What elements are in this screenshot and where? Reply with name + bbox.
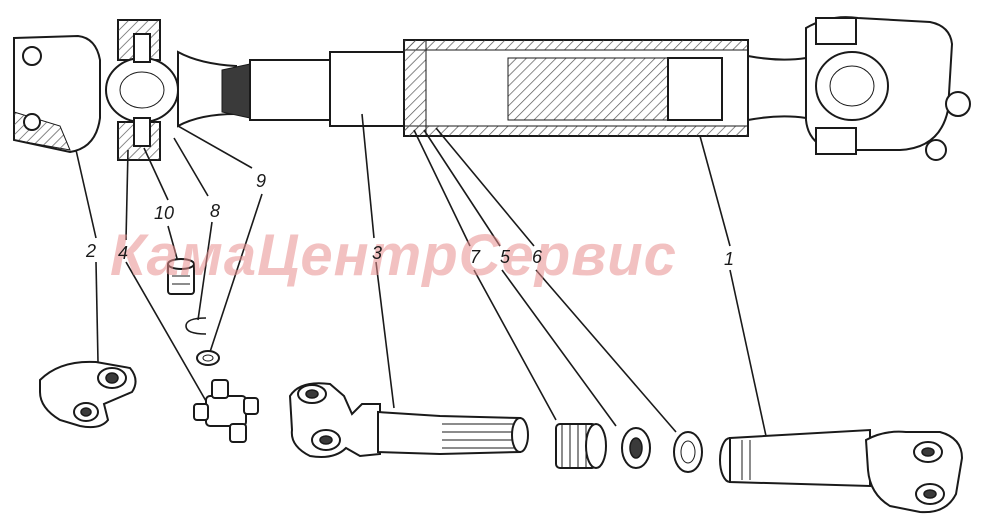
callout-4: 4 bbox=[118, 243, 129, 263]
tube-yoke-neck bbox=[747, 54, 807, 122]
part-snap-ring bbox=[185, 317, 207, 335]
callout-3: 3 bbox=[372, 243, 383, 263]
assembled-shaft bbox=[13, 16, 971, 161]
callout-6: 6 bbox=[532, 247, 543, 267]
part-seal-ring bbox=[621, 427, 651, 469]
callout-10: 10 bbox=[154, 203, 175, 223]
callout-9: 9 bbox=[256, 171, 267, 191]
part-lock-washer bbox=[673, 431, 703, 473]
callout-7: 7 bbox=[470, 247, 481, 267]
leader-lines bbox=[75, 113, 767, 437]
splined-shaft-body bbox=[329, 51, 411, 127]
part-seal-nut bbox=[555, 423, 607, 469]
part-flange-yoke bbox=[39, 360, 137, 429]
part-bearing-cup bbox=[167, 258, 195, 295]
left-flange-bolt-hole bbox=[22, 46, 42, 66]
right-bearing-upper bbox=[815, 17, 857, 45]
part-sliding-yoke bbox=[288, 382, 529, 458]
seal-nut-section bbox=[403, 39, 427, 137]
callout-5: 5 bbox=[500, 247, 511, 267]
cross-trunnion-lower bbox=[133, 117, 151, 147]
part-washer bbox=[196, 350, 220, 366]
internal-spline-section bbox=[507, 57, 669, 121]
right-cross-spider bbox=[815, 51, 889, 121]
watermark-text: КамаЦентрСервис bbox=[110, 223, 677, 288]
tube-insert bbox=[667, 57, 723, 121]
callout-8: 8 bbox=[210, 201, 221, 221]
part-tube-yoke bbox=[719, 428, 964, 514]
left-flange-bolt-hole-lower bbox=[23, 113, 41, 131]
callout-1: 1 bbox=[724, 249, 735, 269]
cross-spider-body bbox=[105, 57, 179, 123]
right-bearing-lower bbox=[815, 127, 857, 155]
callout-2: 2 bbox=[86, 241, 97, 261]
right-flange-bolt-hole-lower bbox=[925, 139, 947, 161]
cross-trunnion-upper bbox=[133, 33, 151, 63]
right-flange-bolt-hole bbox=[945, 91, 971, 117]
splined-shaft-front bbox=[249, 59, 331, 121]
part-cross-spider bbox=[193, 379, 259, 443]
exploded-parts bbox=[39, 258, 964, 514]
